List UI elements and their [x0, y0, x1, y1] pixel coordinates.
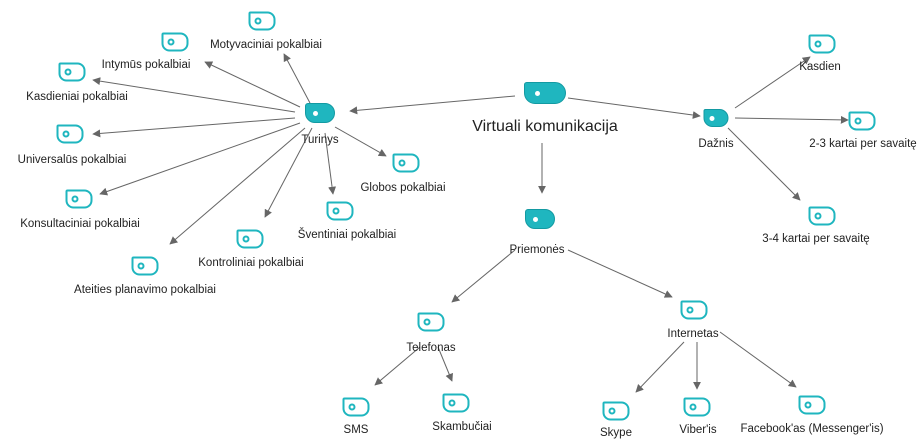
- leaf-label: Konsultaciniai pokalbiai: [20, 218, 140, 230]
- root-topic-icon: [524, 82, 566, 104]
- topic-icon: [161, 32, 189, 52]
- topic-icon: [680, 300, 708, 320]
- connector-arrow-b1-b1c0: [734, 56, 811, 109]
- topic-icon: [798, 395, 826, 415]
- leaf-label: Universalūs pokalbiai: [17, 154, 127, 166]
- topic-icon: [56, 124, 84, 144]
- topic-icon: [808, 206, 836, 226]
- branch-label: Dažnis: [698, 138, 734, 150]
- topic-icon: [131, 256, 159, 276]
- subtopic-label: Internetas: [667, 328, 719, 340]
- connector-arrow-b0-b0c8: [334, 126, 387, 157]
- subtopic-label: Telefonas: [406, 342, 456, 354]
- topic-icon: [417, 312, 445, 332]
- topic-icon: [342, 397, 370, 417]
- topic-icon: [442, 393, 470, 413]
- branch-label: Priemonės: [509, 244, 565, 256]
- topic-icon: [236, 229, 264, 249]
- connector-arrow-b0-b0c6: [264, 127, 313, 218]
- topic-icon: [58, 62, 86, 82]
- connector-arrow-b2c0-b2c0c0: [374, 346, 421, 386]
- connector-arrow-b1-b1c1: [734, 115, 849, 124]
- leaf-label: Skype: [600, 427, 632, 439]
- connector-arrow-root-b0: [349, 95, 516, 115]
- topic-icon: [392, 153, 420, 173]
- leaf-label: Kasdieniai pokalbiai: [26, 91, 128, 103]
- connector-arrow-b2-b2c0: [451, 249, 516, 303]
- topic-icon: [65, 189, 93, 209]
- leaf-label: Ateities planavimo pokalbiai: [74, 284, 216, 296]
- root-label: Virtuali komunikacija: [472, 118, 618, 135]
- leaf-label: Skambučiai: [432, 421, 492, 433]
- leaf-label: Šventiniai pokalbiai: [297, 229, 397, 241]
- connector-arrow-b0-b0c7: [324, 132, 337, 195]
- connector-arrow-b0-b0c4: [99, 122, 301, 196]
- branch-topic-icon: [525, 209, 555, 229]
- leaf-label: 3-4 kartai per savaitę: [762, 233, 870, 245]
- leaf-label: Intymūs pokalbiai: [101, 59, 191, 71]
- connector-arrow-b2c1-b2c1c0: [635, 341, 685, 393]
- leaf-label: Kasdien: [799, 61, 841, 73]
- leaf-label: SMS: [343, 424, 369, 436]
- connector-arrow-root-b1: [567, 97, 701, 119]
- connector-arrow-b0-b0c2: [92, 77, 296, 113]
- leaf-label: Facebook'as (Messenger'is): [740, 423, 884, 435]
- connector-arrow-b2c0-b2c0c1: [437, 346, 453, 382]
- leaf-label: 2-3 kartai per savaitę: [809, 138, 917, 150]
- leaf-label: Viber'is: [679, 424, 717, 436]
- connector-arrow-b0-b0c3: [92, 117, 296, 138]
- connector-arrow-b1-b1c2: [727, 127, 801, 201]
- connector-arrow-b2-b2c1: [567, 249, 673, 298]
- topic-icon: [848, 111, 876, 131]
- topic-icon: [808, 34, 836, 54]
- connector-arrow-b2c1-b2c1c2: [719, 331, 797, 388]
- leaf-label: Globos pokalbiai: [360, 182, 446, 194]
- connector-arrow-b0-b0c1: [204, 61, 301, 108]
- topic-icon: [602, 401, 630, 421]
- branch-topic-icon: [703, 109, 729, 127]
- branch-topic-icon: [305, 103, 335, 123]
- leaf-label: Motyvaciniai pokalbiai: [210, 39, 322, 51]
- topic-icon: [326, 201, 354, 221]
- leaf-label: Kontroliniai pokalbiai: [198, 257, 304, 269]
- topic-icon: [248, 11, 276, 31]
- branch-label: Turinys: [301, 134, 339, 146]
- connector-arrow-b0-b0c0: [283, 53, 311, 104]
- connector-arrow-b0-b0c5: [169, 127, 306, 245]
- topic-icon: [683, 397, 711, 417]
